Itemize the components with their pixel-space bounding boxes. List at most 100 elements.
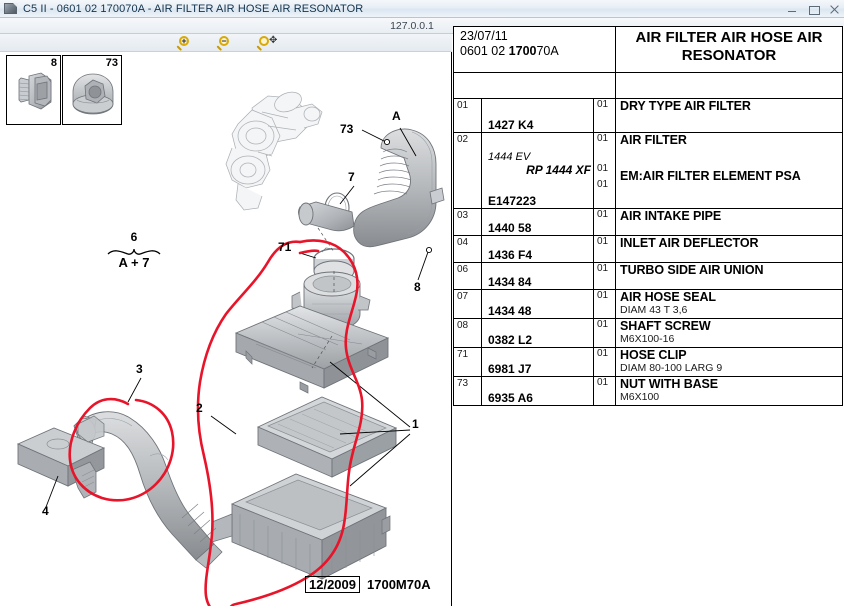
row-qty-cell: 01 <box>592 235 617 263</box>
diagram-code: 1700M70A <box>367 577 431 592</box>
row-index-cell: 07 <box>453 289 482 319</box>
minimize-button[interactable] <box>787 4 798 15</box>
diagram-toolbar: + − ✥ <box>0 34 452 52</box>
row-desc: AIR HOSE SEAL <box>620 290 716 304</box>
row-qty: 01 <box>597 133 609 144</box>
row-desc-cell: AIR HOSE SEAL DIAM 43 T 3,6 <box>615 289 844 319</box>
row-ref: 1436 F4 <box>488 248 533 262</box>
row-index-cell: 01 <box>453 98 482 133</box>
row-index-cell: 03 <box>453 208 482 236</box>
row-qty: 01 <box>597 99 609 110</box>
header-code-prefix: 0601 02 <box>460 44 506 58</box>
header-date: 23/07/11 <box>460 29 508 43</box>
row-index-cell: 71 <box>453 347 482 377</box>
pan-arrows-icon: ✥ <box>269 34 278 46</box>
exploded-diagram-pane[interactable]: 8 73 <box>0 52 452 606</box>
row-desc: HOSE CLIP <box>620 348 687 362</box>
row-sub: DIAM 80-100 LARG 9 <box>620 362 723 374</box>
row-qty: 01 <box>597 263 609 274</box>
zoom-out-sign: − <box>221 35 227 46</box>
callout-8: 8 <box>414 280 421 294</box>
row-index-cell: 04 <box>453 235 482 263</box>
row-index: 08 <box>457 320 469 331</box>
row-index: 06 <box>457 264 469 275</box>
row-desc-cell: AIR FILTER EM:AIR FILTER ELEMENT PSA <box>615 132 844 209</box>
callout-a-plus-7: A + 7 <box>118 255 150 270</box>
hex-flange-bolt-icon <box>18 72 52 110</box>
row-qty-cell: 01 <box>592 262 617 290</box>
row-qty: 01 <box>597 236 609 247</box>
table-row[interactable]: 02 1444 EV 01 AIR FILTER <box>453 132 844 209</box>
row-ref-cell: 6981 J7 <box>481 347 594 377</box>
table-row[interactable]: 04 1436 F4 01 INLET AIR DEFLECTOR <box>453 235 844 263</box>
row-index-cell: 08 <box>453 318 482 348</box>
callout-A: A <box>392 109 401 123</box>
table-row[interactable]: 73 6935 A6 01 NUT WITH BASE M6 <box>453 376 844 406</box>
table-row[interactable]: 07 1434 48 01 AIR HOSE SEAL DI <box>453 289 844 319</box>
row-index: 03 <box>457 210 469 221</box>
row-qty: 01 <box>597 348 609 359</box>
table-row[interactable]: 71 6981 J7 01 HOSE CLIP DIAM 8 <box>453 347 844 377</box>
host-address-label: 127.0.0.1 <box>390 19 434 32</box>
header-title-cell: AIR FILTER AIR HOSE AIR RESONATOR <box>615 26 844 73</box>
header-date-cell: 23/07/11 0601 02 170070A <box>452 26 617 73</box>
row-index-cell: 06 <box>453 262 482 290</box>
magnifier-plus-icon[interactable]: + <box>175 35 197 51</box>
header-title: AIR FILTER AIR HOSE AIR RESONATOR <box>635 29 823 64</box>
nut-with-base-icon <box>72 73 114 115</box>
row-qty: 01 <box>597 319 609 330</box>
row-qty-cell: 01 <box>592 178 617 209</box>
row-qty: 01 <box>597 209 609 220</box>
magnifier-pan-icon[interactable]: ✥ <box>255 35 277 51</box>
table-row[interactable]: 06 1434 84 01 TURBO SIDE AIR UNION <box>453 262 844 290</box>
row-qty-cell: 01 <box>592 162 617 179</box>
table-row[interactable]: 08 0382 L2 01 SHAFT SCREW M6X1 <box>453 318 844 348</box>
callout-6: 6 <box>130 230 138 244</box>
row-ref: 1434 84 <box>488 275 532 289</box>
parts-table: 23/07/11 0601 02 170070A AIR FILTER AIR … <box>452 26 844 406</box>
row-desc-cell: NUT WITH BASE M6X100 <box>615 376 844 406</box>
row-desc-cell: AIR INTAKE PIPE <box>615 208 844 236</box>
magnifier-minus-icon[interactable]: − <box>215 35 237 51</box>
row-desc-alt: EM:AIR FILTER ELEMENT PSA <box>620 169 801 183</box>
callout-7: 7 <box>348 170 355 184</box>
row-desc-cell: TURBO SIDE AIR UNION <box>615 262 844 290</box>
spacer-right-cell <box>615 72 844 99</box>
row-qty: 01 <box>597 377 609 388</box>
row-ref: E147223 <box>488 194 537 208</box>
header-code-bold: 1700 <box>508 44 537 58</box>
row-index: 71 <box>457 349 469 360</box>
diagram-footer: 12/2009 1700M70A <box>305 576 431 593</box>
close-button[interactable] <box>829 4 840 15</box>
inset-part-8: 8 <box>6 55 61 125</box>
table-row[interactable]: 03 1440 58 01 AIR INTAKE PIPE <box>453 208 844 236</box>
row-qty-cell: 01 <box>592 347 617 377</box>
row-desc: AIR INTAKE PIPE <box>620 209 722 223</box>
row-desc-cell: HOSE CLIP DIAM 80-100 LARG 9 <box>615 347 844 377</box>
callout-2: 2 <box>196 401 203 415</box>
parts-table-spacer-row <box>452 72 844 99</box>
row-desc: DRY TYPE AIR FILTER <box>620 99 751 113</box>
row-qty-cell: 01 <box>592 132 617 163</box>
row-qty-cell: 01 <box>592 376 617 406</box>
row-sub: M6X100-16 <box>620 333 675 345</box>
technical-drawing <box>16 91 445 606</box>
row-index: 04 <box>457 237 469 248</box>
table-row[interactable]: 01 1427 K4 01 DRY TYPE AIR FILTER <box>453 98 844 133</box>
header-code-suffix: 70A <box>536 44 559 58</box>
row-index-cell: 73 <box>453 376 482 406</box>
table-row[interactable]: RP 1444 XF 01 <box>454 162 843 179</box>
row-qty-cell: 01 <box>592 208 617 236</box>
document-icon <box>3 2 19 16</box>
row-ref: 1444 EV <box>488 150 531 163</box>
zoom-in-sign: + <box>181 35 187 46</box>
window-title: C5 II - 0601 02 170070A - AIR FILTER AIR… <box>23 2 364 15</box>
row-ref-cell: E147223 <box>481 178 594 209</box>
row-index: 02 <box>457 134 469 145</box>
window-controls <box>787 0 840 18</box>
row-index: 73 <box>457 378 469 389</box>
row-ref-cell: 0382 L2 <box>481 318 594 348</box>
row-qty-cell: 01 <box>592 289 617 319</box>
maximize-button[interactable] <box>808 4 820 15</box>
row-desc: SHAFT SCREW <box>620 319 711 333</box>
